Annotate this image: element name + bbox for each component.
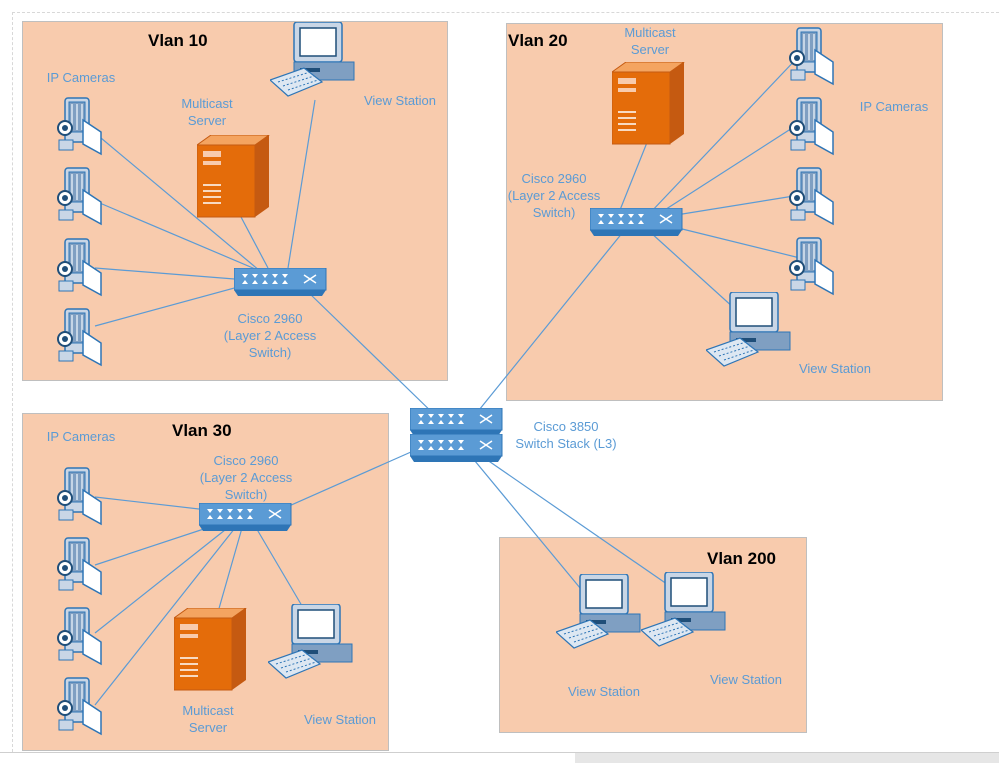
link-v20-cam1 — [649, 54, 801, 214]
link-v20-viewstation — [649, 231, 746, 319]
link-v20-server — [619, 139, 649, 211]
workstation-icon — [268, 604, 353, 679]
link-v30-core — [279, 447, 421, 511]
ip-camera-icon — [57, 97, 102, 155]
workstation-icon — [641, 572, 726, 647]
horizontal-scrollbar[interactable] — [575, 752, 999, 763]
server-tower-icon — [197, 135, 270, 218]
view-station-label: View Station — [303, 712, 377, 727]
link-v30-cam3 — [94, 525, 231, 634]
multicast-server-label: Multicast Server — [624, 25, 676, 57]
view-station-label: View Station — [567, 684, 641, 699]
link-v20-cam3 — [669, 194, 801, 217]
ip-camera-icon — [789, 97, 834, 155]
ip-camera-icon — [789, 167, 834, 225]
view-station-label: View Station — [363, 93, 437, 108]
link-v10-cam4 — [94, 280, 261, 327]
view-station-label: View Station — [709, 672, 783, 687]
workstation-icon — [706, 292, 791, 367]
network-switch-icon — [234, 268, 327, 297]
link-v10-cam1 — [94, 132, 261, 272]
ip-camera-icon — [57, 607, 102, 665]
ip-camera-icon — [57, 537, 102, 595]
ip-camera-icon — [789, 237, 834, 295]
link-v30-cam4 — [94, 527, 236, 706]
ip-cameras-label: IP Cameras — [46, 70, 116, 85]
ip-camera-icon — [57, 238, 102, 296]
link-v10-cam2 — [94, 200, 261, 272]
server-tower-icon — [174, 608, 247, 691]
link-v200-vs1 — [469, 454, 591, 601]
multicast-server-label: Multicast Server — [181, 96, 233, 128]
link-v20-cam2 — [659, 122, 801, 214]
page-divider — [0, 752, 575, 753]
vlan-20-zone — [506, 23, 943, 401]
vlan-30-title: Vlan 30 — [172, 421, 232, 440]
vlan-200-title: Vlan 200 — [707, 549, 776, 568]
vlan-20-title: Vlan 20 — [508, 31, 568, 50]
multicast-server-label: Multicast Server — [182, 703, 234, 735]
link-v10-core — [307, 291, 441, 421]
ip-camera-icon — [57, 467, 102, 525]
vlan-10-title: Vlan 10 — [148, 31, 208, 50]
network-switch-icon — [199, 503, 292, 532]
core-switch-bottom-icon — [410, 434, 503, 463]
access-switch-label: Cisco 2960 (Layer 2 Access Switch) — [507, 171, 601, 220]
ip-cameras-label: IP Cameras — [859, 99, 929, 114]
workstation-icon — [270, 22, 355, 97]
server-tower-icon — [612, 62, 685, 145]
link-v20-cam4 — [669, 225, 801, 259]
link-v10-viewstation — [287, 99, 316, 269]
ip-camera-icon — [57, 677, 102, 735]
ip-camera-icon — [789, 27, 834, 85]
access-switch-label: Cisco 2960 (Layer 2 Access Switch) — [199, 453, 293, 502]
ip-camera-icon — [57, 167, 102, 225]
ip-cameras-label: IP Cameras — [46, 429, 116, 444]
ip-camera-icon — [57, 308, 102, 366]
link-v10-cam3 — [94, 267, 261, 282]
link-v200-vs2 — [479, 454, 691, 601]
page-border-top — [12, 12, 999, 13]
view-station-label: View Station — [798, 361, 872, 376]
workstation-icon — [556, 574, 641, 649]
page-border-left — [12, 12, 13, 752]
core-switch-label: Cisco 3850 Switch Stack (L3) — [515, 419, 617, 451]
access-switch-label: Cisco 2960 (Layer 2 Access Switch) — [223, 311, 317, 360]
link-v20-core — [474, 231, 624, 416]
